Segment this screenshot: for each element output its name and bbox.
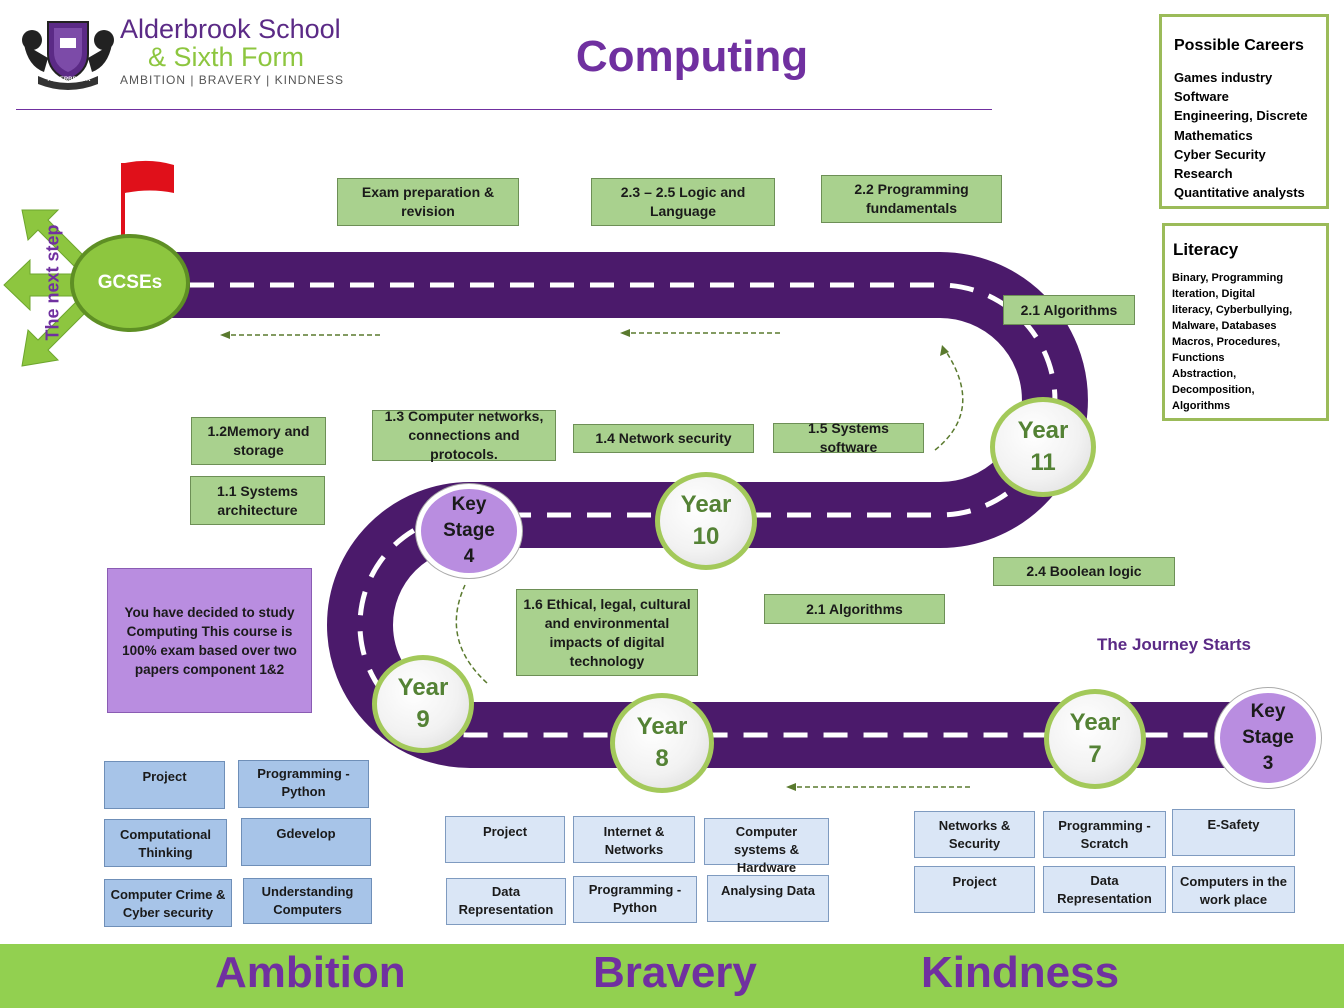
milestone-line: Year <box>636 713 688 740</box>
unit-gdevelop: Gdevelop <box>241 818 371 866</box>
topic-logic-language: 2.3 – 2.5 Logic and Language <box>591 178 775 226</box>
topic-memory-storage: 1.2Memory and storage <box>191 417 326 465</box>
milestone-line: 11 <box>1030 449 1056 476</box>
crest-text: ALDERBROOK <box>47 77 91 83</box>
unit-internet-networks: Internet & Networks <box>573 816 695 863</box>
milestone-line: Year <box>1017 417 1069 444</box>
careers-line: Cyber Security <box>1174 146 1266 162</box>
careers-line: Mathematics <box>1174 127 1253 143</box>
year-9-node: Year 9 <box>372 655 474 753</box>
unit-scratch: Programming - Scratch <box>1043 811 1166 858</box>
milestone-line: 7 <box>1088 741 1102 768</box>
year-8-node: Year 8 <box>610 693 714 793</box>
unit-python-y9: Programming - Python <box>238 760 369 808</box>
topic-boolean-logic: 2.4 Boolean logic <box>993 557 1175 586</box>
unit-e-safety: E-Safety <box>1172 809 1295 856</box>
literacy-title: Literacy <box>1173 240 1239 259</box>
milestone-line: 8 <box>655 745 669 772</box>
arrow-heads <box>220 329 949 791</box>
topic-systems-architecture: 1.1 Systems architecture <box>190 476 325 525</box>
literacy-line: Functions <box>1172 352 1225 364</box>
unit-project-y8: Project <box>445 816 565 863</box>
milestone-line: Key <box>451 494 487 515</box>
topic-network-security: 1.4 Network security <box>573 424 754 453</box>
unit-computers-workplace: Computers in the work place <box>1172 866 1295 913</box>
topic-ethical-legal: 1.6 Ethical, legal, cultural and environ… <box>516 589 698 676</box>
careers-line: Games industry <box>1174 70 1273 85</box>
crest-icon <box>22 21 114 90</box>
topic-algorithms-y11: 2.1 Algorithms <box>1003 295 1135 325</box>
careers-line: Quantitative analysts <box>1174 185 1305 201</box>
unit-analysing-data: Analysing Data <box>707 875 829 922</box>
footer-band <box>0 944 1344 1008</box>
careers-title: Possible Careers <box>1174 37 1304 54</box>
unit-computer-crime: Computer Crime & Cyber security <box>104 879 232 927</box>
gcses-node: GCSEs <box>70 234 190 332</box>
page-title: Computing <box>575 32 809 81</box>
unit-understanding-computers: Understanding Computers <box>243 878 372 924</box>
unit-data-representation-y8: Data Representation <box>446 878 566 925</box>
literacy-line: Binary, Programming <box>1172 272 1284 284</box>
milestone-line: Year <box>680 491 732 518</box>
next-step-label: The next step <box>42 224 63 341</box>
journey-starts-label: The Journey Starts <box>1097 635 1251 654</box>
flag-icon <box>121 160 174 241</box>
milestone-line: Stage <box>1242 727 1294 748</box>
literacy-line: Decomposition, <box>1172 384 1255 396</box>
milestone-line: 10 <box>692 523 720 550</box>
topic-algorithms-y10: 2.1 Algorithms <box>764 594 945 624</box>
unit-computer-systems: Computer systems & Hardware <box>704 818 829 875</box>
literacy-list: Binary, Programming Iteration, Digital l… <box>1172 270 1292 414</box>
school-logo: ALDERBROOK Alderbrook School & Sixth For… <box>18 14 358 90</box>
careers-line: Research <box>1174 166 1233 182</box>
footer-ambition: Ambition <box>215 948 406 997</box>
school-motto: AMBITION | BRAVERY | KINDNESS <box>120 73 344 87</box>
milestone-line: Year <box>1069 709 1121 736</box>
footer-kindness: Kindness <box>921 948 1120 997</box>
unit-networks-security: Networks & Security <box>914 811 1035 858</box>
milestone-line: Year <box>397 674 449 701</box>
course-decision-note: You have decided to study Computing This… <box>107 568 312 713</box>
literacy-line: Algorithms <box>1172 400 1231 412</box>
unit-python-y8: Programming - Python <box>573 876 697 923</box>
careers-list: Games industry Software Engineering, Dis… <box>1174 68 1308 202</box>
topic-systems-software: 1.5 Systems software <box>773 420 924 455</box>
literacy-line: literacy, Cyberbullying, <box>1172 304 1293 316</box>
year-11-node: Year 11 <box>990 397 1096 497</box>
next-step-arrows <box>3 209 87 367</box>
year-7-node: Year 7 <box>1044 689 1146 789</box>
milestone-line: Stage <box>443 520 495 541</box>
school-name: Alderbrook School <box>120 14 341 44</box>
milestone-line: Key <box>1250 701 1286 722</box>
literacy-line: Abstraction, <box>1172 368 1237 380</box>
careers-line: Software <box>1174 89 1229 105</box>
literacy-line: Macros, Procedures, <box>1172 336 1281 348</box>
literacy-line: Iteration, Digital <box>1172 288 1256 300</box>
school-name-line2: & Sixth Form <box>148 42 305 72</box>
header-underline <box>16 109 992 110</box>
milestone-line: 4 <box>463 546 475 567</box>
literacy-line: Malware, Databases <box>1172 320 1277 332</box>
unit-project-y9: Project <box>104 761 225 809</box>
year-10-node: Year 10 <box>655 472 757 570</box>
unit-computational-thinking: Computational Thinking <box>104 819 227 867</box>
careers-panel: Possible Careers Games industry Software… <box>1159 14 1329 209</box>
literacy-panel: Literacy Binary, Programming Iteration, … <box>1162 223 1329 421</box>
direction-arrows <box>226 332 970 788</box>
milestone-line: 9 <box>416 706 430 733</box>
topic-programming-fundamentals: 2.2 Programming fundamentals <box>821 175 1002 223</box>
unit-project-y7: Project <box>914 866 1035 913</box>
careers-line: Engineering, Discrete <box>1174 108 1308 124</box>
topic-exam-prep: Exam preparation & revision <box>337 178 519 226</box>
footer-bravery: Bravery <box>593 948 757 997</box>
milestone-line: 3 <box>1262 753 1274 774</box>
unit-data-representation-y7: Data Representation <box>1043 866 1166 913</box>
topic-computer-networks: 1.3 Computer networks, connections and p… <box>372 408 556 462</box>
